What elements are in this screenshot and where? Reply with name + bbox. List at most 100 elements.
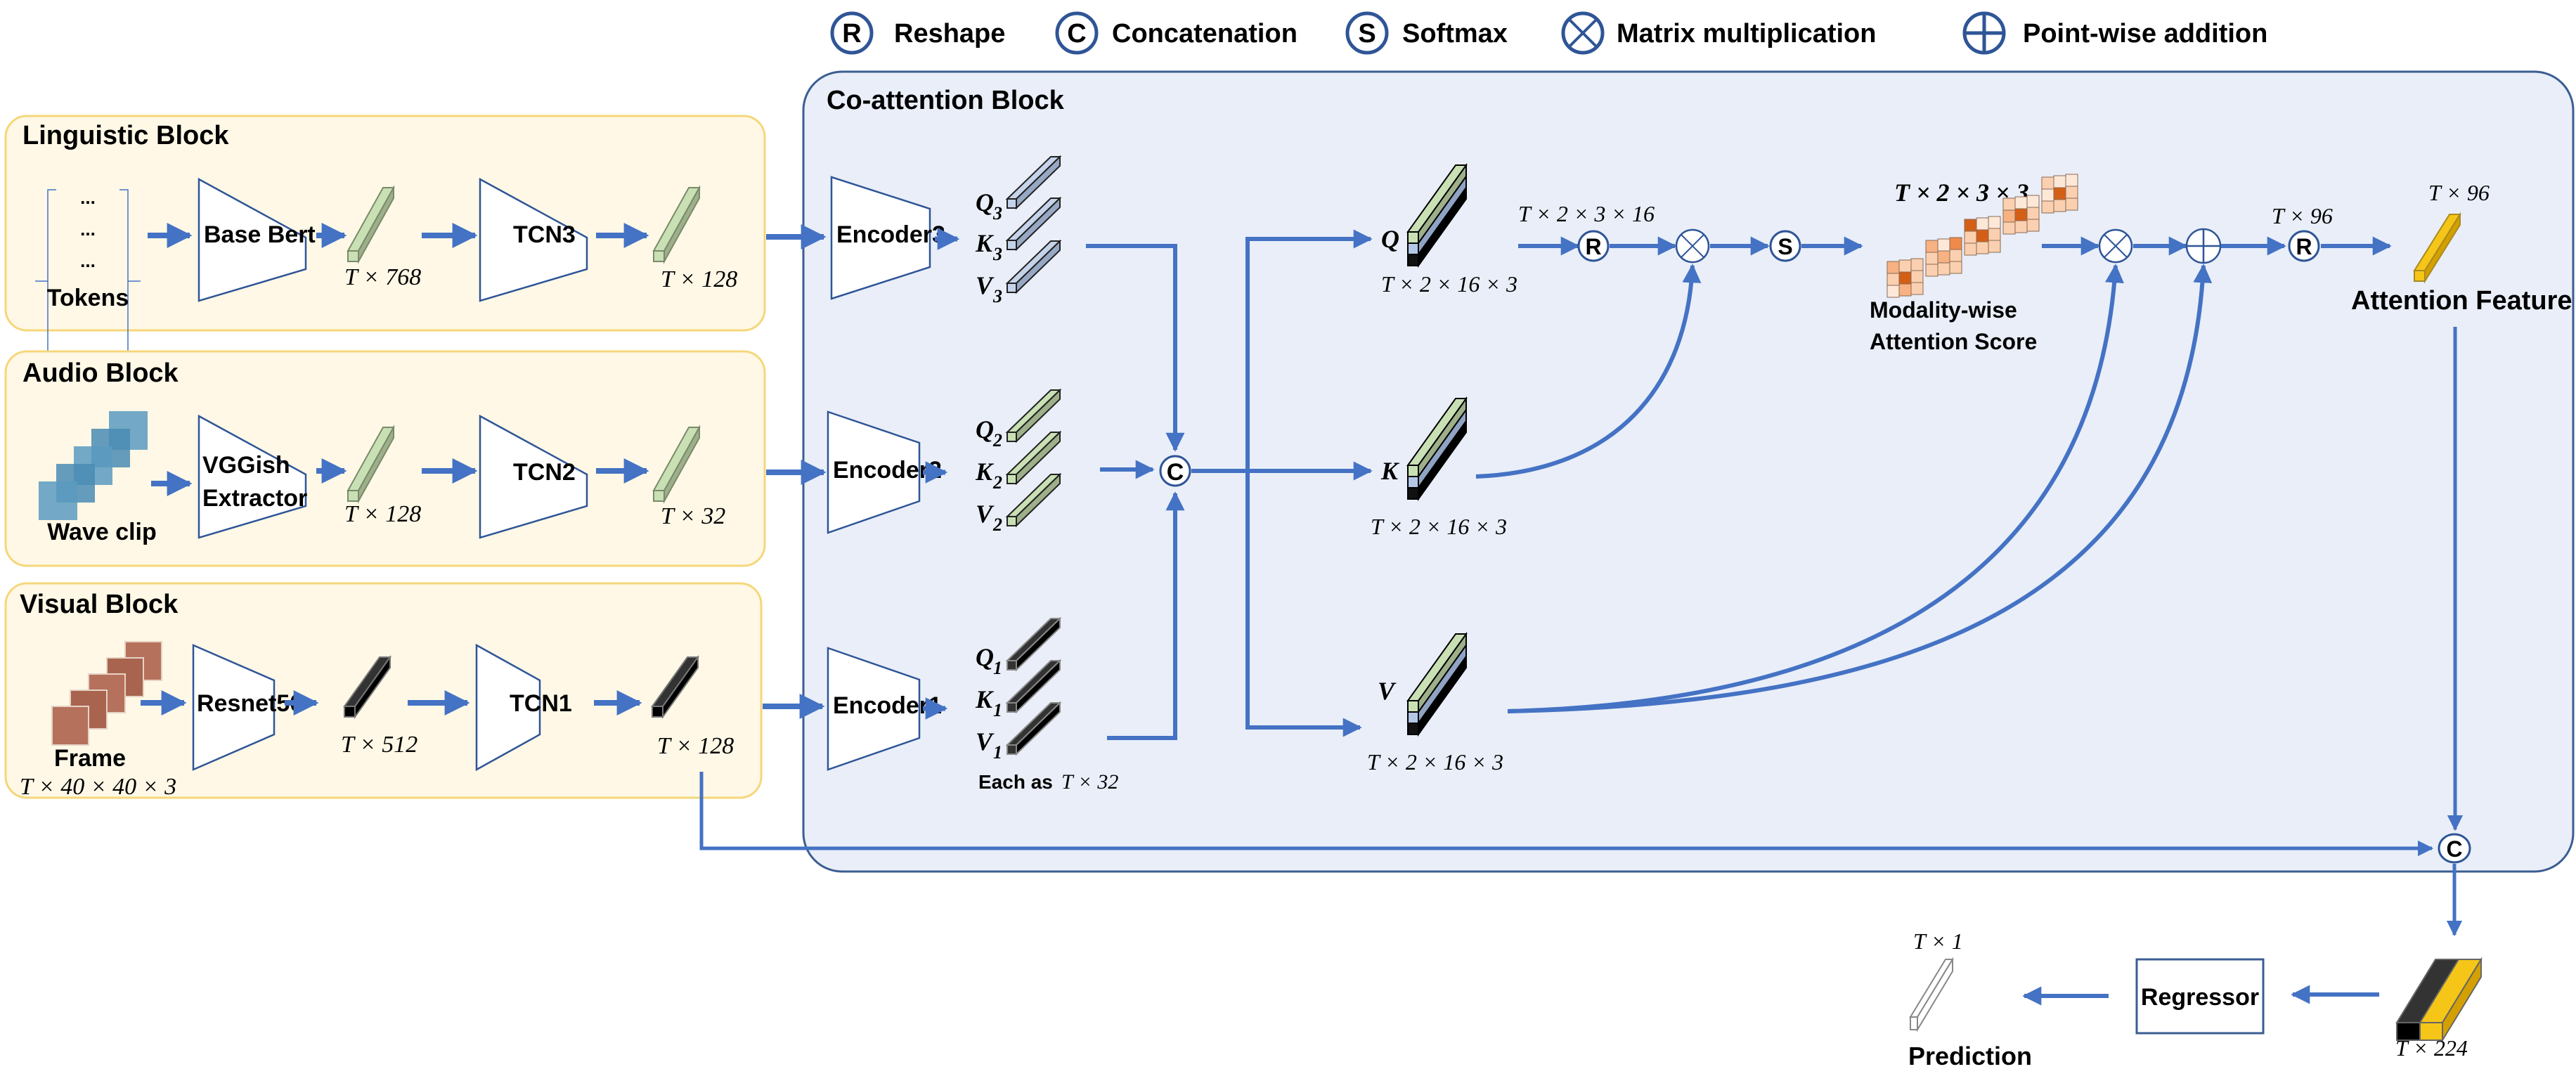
heatmap-cell xyxy=(1898,283,1912,297)
stacked-v-bar xyxy=(1406,631,1468,737)
qkv2-bar xyxy=(1005,430,1062,486)
svg-text:V: V xyxy=(976,271,995,299)
qkv3-bar xyxy=(1005,196,1062,252)
encoder1: Encoder1 xyxy=(827,647,942,771)
score-label-1: Modality-wise xyxy=(1870,297,2017,323)
tcn3-feat-dims: T × 128 xyxy=(661,266,737,292)
heatmap-cell xyxy=(1949,261,1962,274)
heatmap-cell xyxy=(2014,208,2028,221)
tcn2-label: TCN2 xyxy=(513,459,576,486)
legend-softmax-label: Softmax xyxy=(1402,19,1508,48)
heatmap-cell xyxy=(2002,209,2016,223)
legend-matmul-label: Matrix multiplication xyxy=(1617,19,1876,48)
prediction-bar xyxy=(1909,957,1954,1032)
heatmap-cell xyxy=(2065,174,2078,187)
vggish-label-1: VGGish xyxy=(202,452,290,479)
heatmap-cell xyxy=(1898,271,1912,285)
svg-text:S: S xyxy=(1358,19,1376,48)
v-label: V xyxy=(1378,677,1397,705)
heatmap-cell xyxy=(2026,195,2040,208)
attention-score-heatmap xyxy=(1886,174,2078,298)
heatmap-cell xyxy=(1949,237,1962,250)
bert-extractor xyxy=(198,177,307,302)
tcn1-label: TCN1 xyxy=(510,690,572,717)
fused-dims: T × 224 xyxy=(2395,1035,2468,1061)
qkv1-bar xyxy=(1005,659,1062,714)
heatmap-cell xyxy=(1937,250,1950,264)
matmul-node-1 xyxy=(1675,228,1710,264)
heatmap-cell xyxy=(1976,229,1989,242)
heatmap-cell xyxy=(1898,259,1912,273)
qkv3-bar xyxy=(1005,155,1062,210)
q-label: Q xyxy=(1381,225,1399,253)
attn-dims: T × 96 xyxy=(2428,180,2490,205)
heatmap-cell xyxy=(2002,197,2016,211)
svg-text:3: 3 xyxy=(992,203,1002,224)
k-dims: T × 2 × 16 × 3 xyxy=(1371,514,1507,539)
svg-text:R: R xyxy=(1585,234,1601,259)
svg-text:Encoder3: Encoder3 xyxy=(836,221,945,248)
svg-text:3: 3 xyxy=(992,286,1002,306)
svg-text:C: C xyxy=(2446,836,2462,862)
reshape-node-2: R xyxy=(2288,230,2320,262)
svg-text:V: V xyxy=(976,727,995,756)
heatmap-cell xyxy=(1988,228,2001,241)
audio-block: Audio Block Wave clip VGGish Extractor T… xyxy=(4,350,766,567)
heatmap-cell xyxy=(2053,199,2066,212)
heatmap-cell xyxy=(2026,207,2040,220)
svg-text:2: 2 xyxy=(992,514,1002,535)
heatmap-cell xyxy=(1988,216,2001,229)
each-as-dims: T × 32 xyxy=(1061,770,1118,794)
each-as-label: Each as xyxy=(978,771,1053,793)
heatmap-cell xyxy=(1976,217,1989,231)
heatmap-cell xyxy=(2053,187,2066,200)
heatmap-cell xyxy=(2026,219,2040,232)
legend: R Reshape C Concatenation S Softmax Matr… xyxy=(830,11,2267,55)
svg-text:...: ... xyxy=(80,187,96,208)
frame-label: Frame xyxy=(54,745,126,772)
qkv3-bar xyxy=(1005,239,1062,294)
qkv-bars xyxy=(1005,155,1062,756)
heatmap-cell xyxy=(1937,262,1950,276)
heatmap-cell xyxy=(1886,285,1900,298)
final-concat-node: C xyxy=(2438,833,2471,864)
svg-text:S: S xyxy=(1778,234,1792,259)
resnet50 xyxy=(192,644,276,771)
svg-text:R: R xyxy=(2296,234,2312,259)
heatmap-cell xyxy=(2041,176,2054,190)
tcn3 xyxy=(479,177,588,302)
heatmap-cell xyxy=(2014,220,2028,233)
pred-dims: T × 1 xyxy=(1913,928,1963,954)
q-dims: T × 2 × 16 × 3 xyxy=(1381,271,1517,297)
tcn3-label: TCN3 xyxy=(513,221,576,248)
frame-dims: T × 40 × 40 × 3 xyxy=(20,774,176,800)
heatmap-cell xyxy=(1988,240,2001,253)
heatmap-cell xyxy=(1925,264,1939,277)
waveform-icon xyxy=(39,411,148,520)
softmax-node: S xyxy=(1769,230,1801,262)
face-frames-icon xyxy=(51,641,162,746)
score-label-2: Attention Score xyxy=(1870,329,2037,354)
k-label: K xyxy=(1380,457,1400,485)
visual-title: Visual Block xyxy=(20,590,179,619)
matmul-node-2 xyxy=(2098,228,2133,264)
svg-text:3: 3 xyxy=(992,244,1002,264)
softmax-icon: S xyxy=(1345,11,1389,55)
stacked-q-bar xyxy=(1406,162,1468,268)
heatmap-cell xyxy=(2065,186,2078,199)
legend-concat-label: Concatenation xyxy=(1112,19,1297,48)
heatmap-cell xyxy=(2041,188,2054,202)
svg-text:K: K xyxy=(975,458,995,486)
heatmap-cell xyxy=(1964,219,1977,232)
svg-text:Encoder1: Encoder1 xyxy=(833,692,942,719)
vggish-extractor xyxy=(198,414,307,539)
svg-text:C: C xyxy=(1067,19,1086,48)
heatmap-cell xyxy=(2053,175,2066,188)
reshape2-dims: T × 96 xyxy=(2272,203,2333,228)
heatmap-cell xyxy=(1949,249,1962,262)
svg-text:R: R xyxy=(842,19,861,48)
wave-clip-label: Wave clip xyxy=(47,519,157,545)
svg-text:K: K xyxy=(975,229,995,257)
qkv2-bar xyxy=(1005,388,1062,443)
